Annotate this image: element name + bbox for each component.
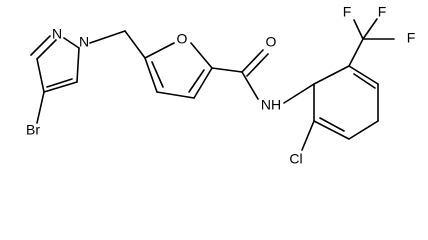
bond — [63, 37, 80, 49]
bond-lines — [30, 18, 395, 151]
bond — [193, 67, 213, 99]
bond — [188, 69, 205, 93]
bromine-label: Br — [26, 122, 40, 138]
bond — [190, 42, 213, 69]
bond — [283, 83, 315, 104]
bond — [353, 73, 376, 89]
chemical-structure-diagram: N N Br O O NH Cl F F F — [26, 3, 416, 167]
bond — [313, 65, 350, 85]
carbonyl-oxygen-label: O — [266, 34, 277, 50]
bond — [36, 91, 45, 124]
bond — [211, 67, 243, 73]
bond — [43, 81, 78, 93]
bond — [156, 91, 195, 99]
bond — [319, 117, 345, 132]
bond — [151, 61, 164, 88]
bond — [301, 120, 315, 151]
bond — [241, 49, 264, 73]
fluorine-label: F — [378, 4, 387, 20]
bond — [124, 30, 146, 59]
molecule-drawing: N N Br O O NH Cl F F F — [26, 4, 415, 167]
bond — [246, 53, 269, 77]
fluorine-label: F — [343, 4, 352, 20]
bond — [30, 35, 51, 56]
bond — [353, 19, 364, 40]
furan-oxygen-label: O — [177, 31, 188, 47]
bond — [36, 58, 45, 93]
atom-labels: N N Br O O NH Cl F F F — [26, 4, 415, 167]
bond — [348, 120, 379, 140]
pyrazole-nitrogen-label: N — [79, 34, 89, 50]
bond — [144, 42, 175, 59]
bond — [89, 30, 126, 44]
bond — [313, 120, 350, 140]
bond — [36, 39, 57, 60]
bond — [362, 18, 378, 40]
bond — [76, 47, 80, 83]
bond — [348, 65, 379, 85]
fluorine-label: F — [407, 30, 416, 46]
pyrazole-nitrogen-label: N — [52, 26, 62, 42]
bond — [46, 78, 73, 88]
chlorine-label: Cl — [289, 151, 302, 167]
bond — [144, 57, 158, 93]
amide-nh-label: NH — [261, 97, 281, 113]
bond — [241, 71, 259, 100]
bond — [348, 38, 364, 67]
